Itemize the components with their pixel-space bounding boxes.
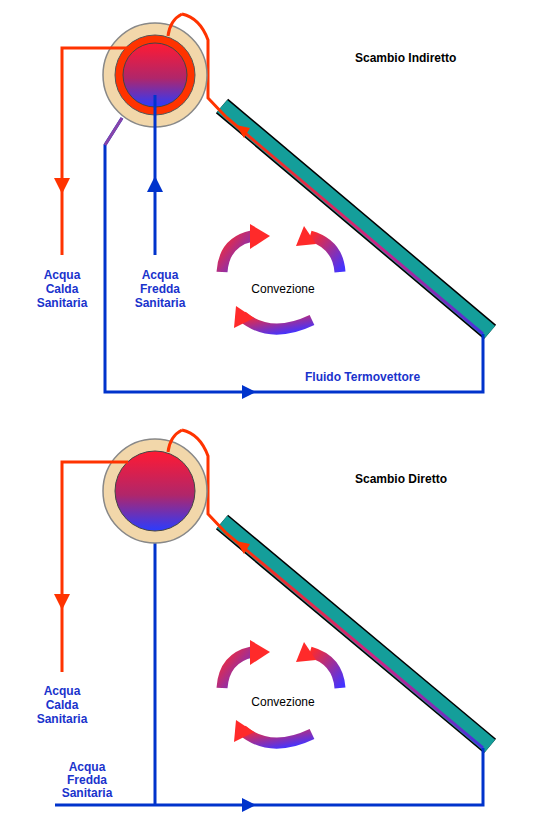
tank-insulation [103, 439, 207, 543]
convection-label: Convezione [238, 695, 328, 709]
flow-arrow [147, 176, 163, 192]
pipe-label: Acqua Fredda Sanitaria [55, 761, 119, 800]
flow-arrow [242, 385, 256, 399]
convection-arrows [222, 640, 340, 743]
indirect-system [54, 14, 490, 399]
collector-pipe [226, 533, 483, 748]
heat-fluid-pipe [105, 118, 483, 392]
pipe-label: Acqua Fredda Sanitaria [128, 268, 192, 310]
cold-water-pipe [154, 540, 157, 805]
collector-pipe [226, 117, 483, 334]
flow-arrow [236, 541, 250, 554]
hot-water-pipe [62, 462, 128, 672]
panel-title: Scambio Indiretto [355, 51, 505, 65]
flow-arrow [54, 594, 70, 610]
flow-arrow [236, 125, 250, 138]
flow-arrow [54, 178, 70, 194]
solar-collector [222, 106, 490, 332]
pipe-label: Acqua Calda Sanitaria [30, 684, 94, 726]
direct-system [54, 430, 490, 812]
heat-fluid-pipe [105, 118, 122, 145]
collector-outline [222, 106, 490, 332]
convection-label: Convezione [238, 282, 328, 296]
solar-collector [222, 522, 490, 746]
hot-water-pipe [62, 48, 128, 255]
hot-water-pipe [168, 430, 182, 452]
cold-water-pipe [154, 95, 157, 255]
cold-water-pipe [55, 748, 483, 805]
collector-outline [222, 522, 490, 746]
flow-arrow [242, 798, 256, 812]
convection-arrows [222, 224, 340, 329]
panel-title: Scambio Diretto [355, 472, 505, 486]
hot-fluid-pipe [168, 14, 182, 36]
pipe-label: Fluido Termovettore [305, 370, 465, 384]
pipe-label: Acqua Calda Sanitaria [30, 268, 94, 310]
